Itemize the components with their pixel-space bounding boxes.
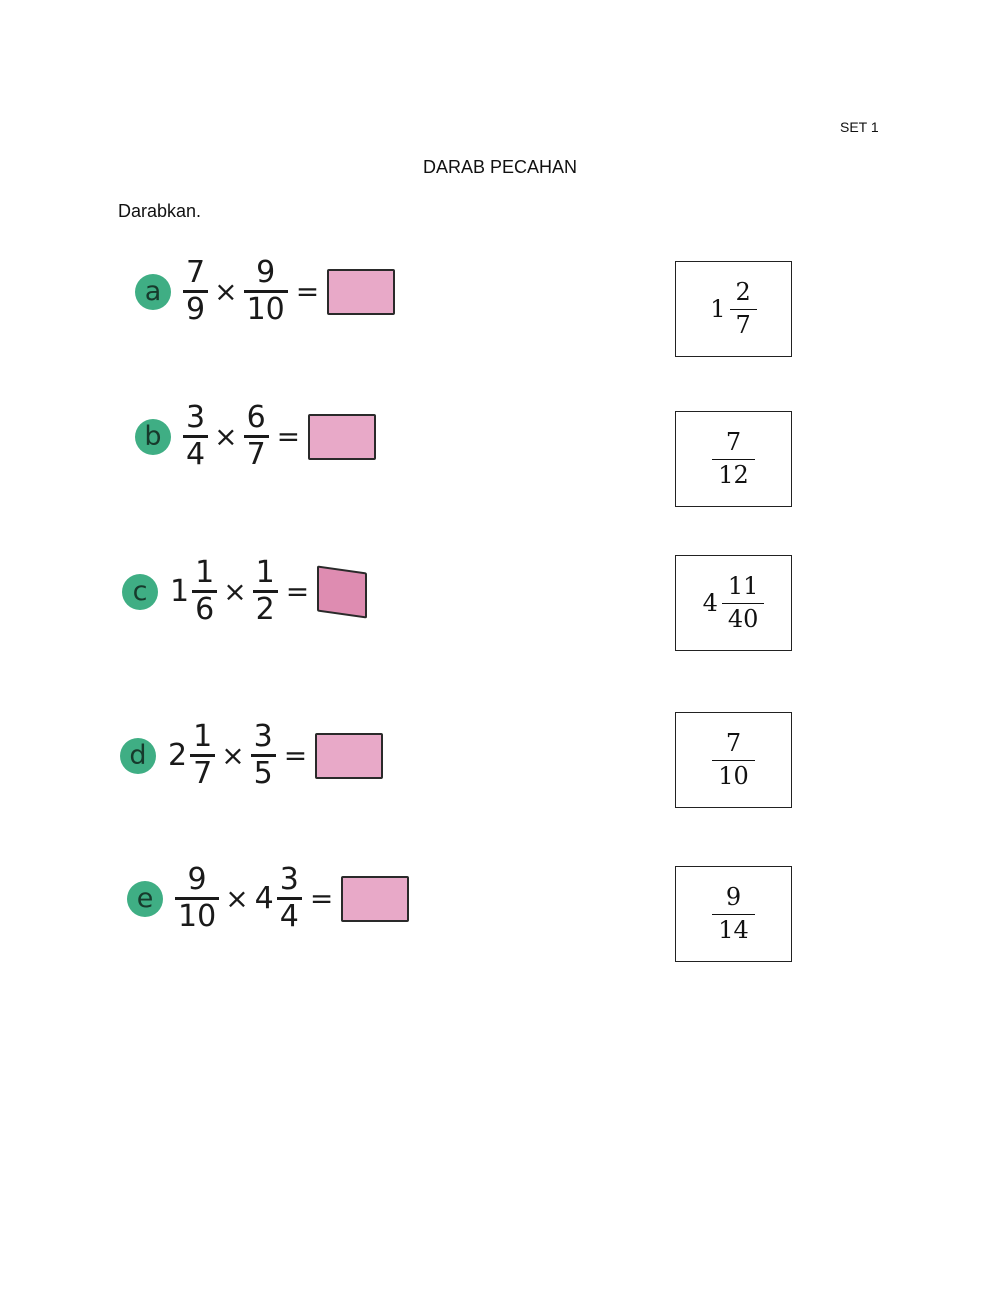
answer-box-d[interactable] — [315, 732, 384, 779]
denominator: 7 — [190, 754, 216, 789]
numerator: 7 — [186, 255, 206, 290]
answer-option-3[interactable]: 4 11 40 — [675, 555, 792, 651]
option-numerator: 11 — [727, 571, 759, 600]
equals-sign: = — [283, 739, 308, 772]
option-fraction: 11 40 — [721, 571, 765, 634]
numerator: 1 — [255, 555, 275, 590]
numerator: 3 — [253, 719, 273, 754]
option-numerator: 7 — [725, 427, 742, 456]
page-title: DARAB PECAHAN — [422, 157, 578, 177]
question-letter: a — [135, 273, 171, 310]
question-b: b 3 4 × 6 7 = — [135, 400, 377, 470]
option-denominator: 14 — [712, 913, 755, 945]
fraction-2: 1 2 — [252, 555, 278, 625]
denominator: 4 — [276, 897, 302, 932]
equals-sign: = — [285, 575, 310, 608]
multiply-sign: × — [214, 275, 238, 308]
fraction-2: 6 7 — [243, 400, 269, 470]
whole-number: 4 — [254, 881, 274, 916]
denominator: 7 — [243, 435, 269, 470]
numerator: 3 — [186, 400, 206, 435]
numerator: 9 — [187, 862, 207, 897]
multiply-sign: × — [225, 882, 249, 915]
whole-number: 1 — [170, 574, 190, 609]
fraction-2: 3 4 — [276, 862, 302, 932]
option-whole: 1 — [710, 295, 726, 323]
fraction-2: 3 5 — [250, 719, 276, 789]
fraction-1: 3 4 — [183, 400, 209, 470]
answer-option-1[interactable]: 1 2 7 — [675, 261, 792, 357]
answer-box-c[interactable] — [317, 564, 368, 619]
fraction-2: 9 10 — [243, 255, 288, 325]
fraction-1: 7 9 — [183, 255, 209, 325]
numerator: 6 — [246, 400, 266, 435]
denominator: 5 — [250, 754, 276, 789]
denominator: 9 — [183, 290, 209, 325]
fraction-1: 1 7 — [190, 719, 216, 789]
question-letter: d — [120, 737, 156, 774]
numerator: 1 — [195, 555, 215, 590]
multiply-sign: × — [223, 575, 247, 608]
question-letter: e — [127, 880, 163, 917]
numerator: 1 — [193, 719, 213, 754]
option-denominator: 12 — [712, 458, 755, 490]
denominator: 6 — [192, 590, 218, 625]
question-letter: b — [135, 418, 171, 455]
answer-option-5[interactable]: 9 14 — [675, 866, 792, 962]
equals-sign: = — [309, 882, 334, 915]
denominator: 10 — [243, 290, 288, 325]
numerator: 3 — [279, 862, 299, 897]
option-fraction: 7 12 — [712, 427, 755, 490]
set-label: SET 1 — [840, 119, 879, 135]
denominator: 4 — [183, 435, 209, 470]
option-fraction: 7 10 — [712, 728, 755, 791]
question-a: a 7 9 × 9 10 = — [135, 255, 396, 325]
denominator: 2 — [252, 590, 278, 625]
question-d: d 2 1 7 × 3 5 = — [120, 719, 384, 789]
option-denominator: 7 — [729, 308, 757, 340]
option-whole: 4 — [702, 589, 718, 617]
fraction-1: 9 10 — [175, 862, 220, 932]
option-denominator: 10 — [712, 759, 755, 791]
whole-number: 2 — [168, 738, 188, 773]
denominator: 10 — [175, 897, 220, 932]
equals-sign: = — [276, 420, 301, 453]
question-letter: c — [122, 573, 158, 610]
answer-option-2[interactable]: 7 12 — [675, 411, 792, 507]
answer-box-b[interactable] — [308, 413, 377, 460]
option-numerator: 7 — [725, 728, 742, 757]
question-c: c 1 1 6 × 1 2 = — [122, 555, 368, 625]
equals-sign: = — [295, 275, 320, 308]
answer-box-e[interactable] — [341, 875, 410, 922]
option-numerator: 9 — [725, 882, 742, 911]
multiply-sign: × — [214, 420, 238, 453]
answer-option-4[interactable]: 7 10 — [675, 712, 792, 808]
question-e: e 9 10 × 4 3 4 = — [127, 862, 410, 932]
option-numerator: 2 — [735, 277, 751, 306]
numerator: 9 — [256, 255, 276, 290]
multiply-sign: × — [221, 739, 245, 772]
option-fraction: 2 7 — [729, 277, 757, 340]
fraction-1: 1 6 — [192, 555, 218, 625]
option-denominator: 40 — [721, 602, 765, 634]
instruction: Darabkan. — [118, 201, 202, 221]
answer-box-a[interactable] — [327, 268, 396, 315]
option-fraction: 9 14 — [712, 882, 755, 945]
